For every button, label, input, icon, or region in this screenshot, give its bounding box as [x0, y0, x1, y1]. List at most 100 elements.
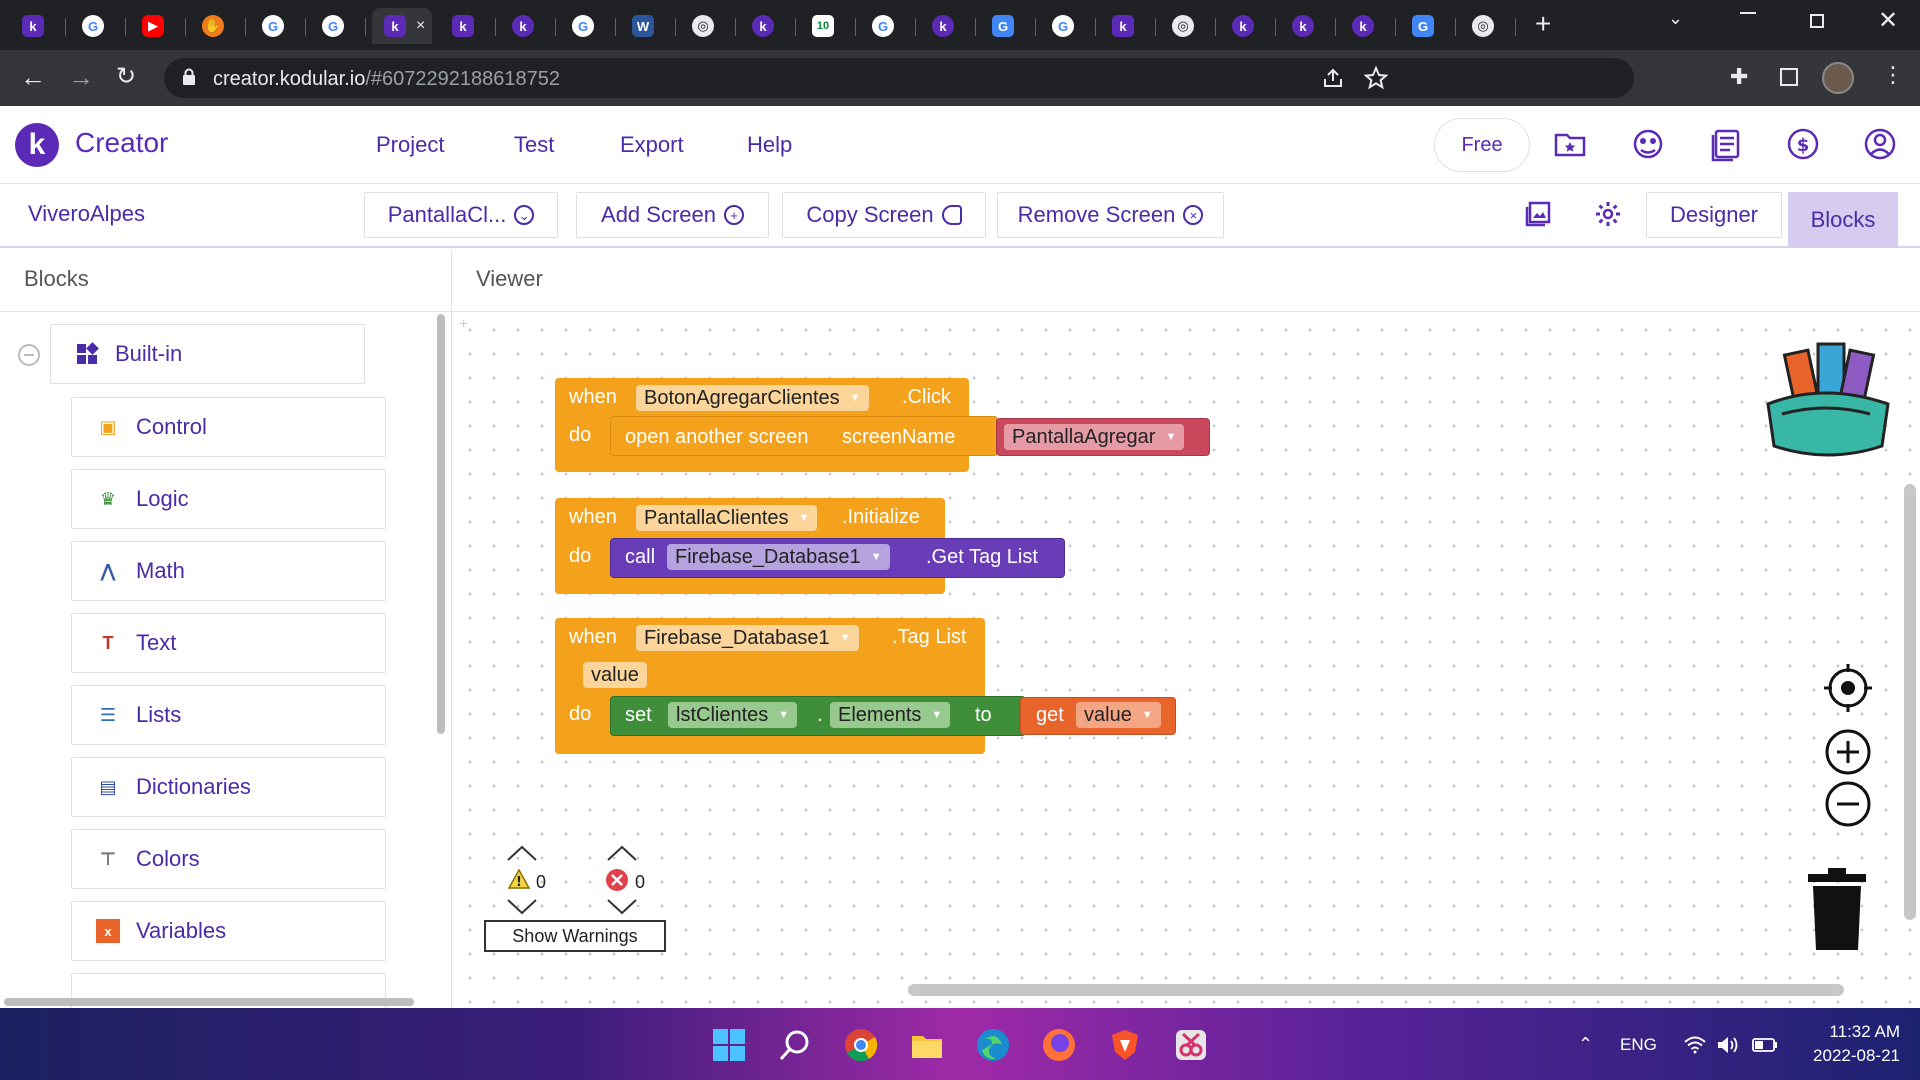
browser-tab[interactable]: k — [1340, 8, 1396, 44]
browser-tab[interactable]: G — [1400, 8, 1456, 44]
side-panel-icon[interactable] — [1780, 68, 1798, 86]
property-dropdown[interactable]: Elements▼ — [830, 702, 951, 728]
browser-tab[interactable]: G — [560, 8, 616, 44]
component-dropdown[interactable]: PantallaClientes▼ — [636, 505, 818, 531]
edge-icon[interactable] — [976, 1028, 1010, 1062]
browser-tab[interactable]: k — [440, 8, 496, 44]
reload-icon[interactable]: ↻ — [116, 63, 137, 90]
zoom-in-icon[interactable] — [1824, 728, 1872, 776]
browser-tab[interactable]: k — [1220, 8, 1276, 44]
browser-tab[interactable]: G — [250, 8, 306, 44]
browser-tab[interactable]: ◎ — [680, 8, 736, 44]
back-arrow-icon[interactable]: ← — [20, 62, 46, 92]
component-dropdown[interactable]: Firebase_Database1▼ — [636, 625, 859, 651]
sidebar-item-text[interactable]: T Text — [71, 613, 386, 673]
clock-date[interactable]: 2022-08-21 — [1813, 1046, 1900, 1065]
sidebar-horizontal-scrollbar[interactable] — [4, 998, 414, 1006]
browser-tab[interactable]: G — [980, 8, 1036, 44]
warning-next-arrow-icon[interactable] — [506, 898, 538, 916]
community-icon[interactable] — [1630, 126, 1666, 162]
extensions-puzzle-icon[interactable]: ✚ — [1730, 64, 1749, 89]
address-bar[interactable]: creator.kodular.io/#6072292188618752 — [164, 58, 1634, 98]
sidebar-item-logic[interactable]: ♛ Logic — [71, 469, 386, 529]
windows-start-icon[interactable] — [712, 1028, 746, 1062]
sidebar-item-lists[interactable]: ☰ Lists — [71, 685, 386, 745]
add-screen-button[interactable]: Add Screen + — [576, 192, 769, 238]
browser-tab[interactable]: G — [860, 8, 916, 44]
file-explorer-icon[interactable] — [910, 1028, 944, 1062]
gallery-icon[interactable] — [1524, 200, 1552, 228]
browser-tab[interactable]: ▶ — [130, 8, 186, 44]
sidebar-item-built-in[interactable]: Built-in — [50, 324, 365, 384]
forward-arrow-icon[interactable]: → — [68, 62, 94, 92]
zoom-out-icon[interactable] — [1824, 780, 1872, 828]
account-icon[interactable] — [1862, 126, 1898, 162]
browser-tab[interactable]: W — [620, 8, 676, 44]
restore-icon[interactable] — [1810, 14, 1824, 28]
designer-tab[interactable]: Designer — [1646, 192, 1782, 238]
search-icon[interactable] — [778, 1028, 812, 1062]
browser-tab[interactable]: k — [1280, 8, 1336, 44]
menu-test[interactable]: Test — [514, 132, 555, 157]
firefox-icon[interactable] — [1042, 1028, 1076, 1062]
sidebar-item-math[interactable]: ⋀ Math — [71, 541, 386, 601]
minimize-icon[interactable] — [1740, 12, 1756, 14]
docs-icon[interactable] — [1708, 126, 1744, 162]
snipping-tool-icon[interactable] — [1174, 1028, 1208, 1062]
browser-tab[interactable]: ◎ — [1160, 8, 1216, 44]
volume-icon[interactable] — [1716, 1036, 1738, 1054]
new-tab-button[interactable]: + — [1535, 8, 1552, 39]
bookmark-star-icon[interactable] — [1364, 66, 1388, 90]
kodular-logo[interactable]: k — [15, 123, 59, 167]
free-plan-button[interactable]: Free — [1434, 118, 1530, 172]
trash-icon[interactable] — [1806, 868, 1868, 952]
settings-gear-icon[interactable] — [1594, 200, 1622, 228]
menu-export[interactable]: Export — [620, 132, 684, 157]
event-parameter[interactable]: value — [583, 662, 647, 688]
browser-tab[interactable]: ◎ — [1460, 8, 1516, 44]
chrome-menu-icon[interactable]: ⋮ — [1882, 62, 1904, 87]
open-another-screen-block[interactable] — [610, 416, 998, 456]
screen-select[interactable]: PantallaCl... ⌄ — [364, 192, 558, 238]
component-dropdown[interactable]: BotonAgregarClientes▼ — [636, 385, 869, 411]
window-close-icon[interactable]: ✕ — [1878, 7, 1899, 34]
browser-tab[interactable]: k — [920, 8, 976, 44]
browser-tab[interactable]: k — [1100, 8, 1156, 44]
brave-icon[interactable] — [1108, 1028, 1142, 1062]
target-dropdown[interactable]: lstClientes▼ — [668, 702, 798, 728]
workspace-vertical-scrollbar[interactable] — [1904, 484, 1916, 920]
browser-tab[interactable]: k — [10, 8, 66, 44]
close-tab-icon[interactable]: × — [416, 17, 426, 34]
wifi-icon[interactable] — [1684, 1036, 1706, 1054]
copy-screen-button[interactable]: Copy Screen — [782, 192, 986, 238]
remove-screen-button[interactable]: Remove Screen × — [997, 192, 1224, 238]
share-icon[interactable] — [1322, 67, 1344, 89]
screen-value-dropdown[interactable]: PantallaAgregar▼ — [1004, 424, 1185, 450]
sidebar-item-control[interactable]: ▣ Control — [71, 397, 386, 457]
sidebar-scrollbar[interactable] — [437, 314, 445, 734]
menu-project[interactable]: Project — [376, 132, 445, 157]
variable-dropdown[interactable]: value▼ — [1076, 702, 1161, 728]
backpack-icon[interactable] — [1760, 330, 1896, 460]
tab-search-icon[interactable]: ⌄ — [1668, 8, 1684, 28]
brand-name[interactable]: Creator — [75, 127, 169, 158]
blocks-tab[interactable]: Blocks — [1788, 192, 1898, 248]
sidebar-item-dictionaries[interactable]: ▤ Dictionaries — [71, 757, 386, 817]
show-warnings-button[interactable]: Show Warnings — [484, 920, 666, 952]
browser-tab[interactable]: k — [740, 8, 796, 44]
chrome-profile-avatar[interactable] — [1822, 62, 1854, 94]
collapse-icon[interactable] — [18, 344, 40, 366]
target-dropdown[interactable]: Firebase_Database1▼ — [667, 544, 890, 570]
clock-time[interactable]: 11:32 AM — [1829, 1022, 1900, 1041]
sidebar-item-colors[interactable]: ⊤ Colors — [71, 829, 386, 889]
chrome-taskbar-icon[interactable] — [844, 1028, 878, 1062]
browser-tab-active[interactable]: k× — [372, 8, 432, 44]
browser-tab[interactable]: ✋ — [190, 8, 246, 44]
browser-tab[interactable]: G — [1040, 8, 1096, 44]
error-prev-arrow-icon[interactable] — [606, 844, 638, 862]
sidebar-item-variables[interactable]: x Variables — [71, 901, 386, 961]
workspace-horizontal-scrollbar[interactable] — [908, 984, 1844, 996]
browser-tab[interactable]: k — [500, 8, 556, 44]
browser-tab[interactable]: G — [310, 8, 366, 44]
recenter-target-icon[interactable] — [1824, 664, 1872, 712]
